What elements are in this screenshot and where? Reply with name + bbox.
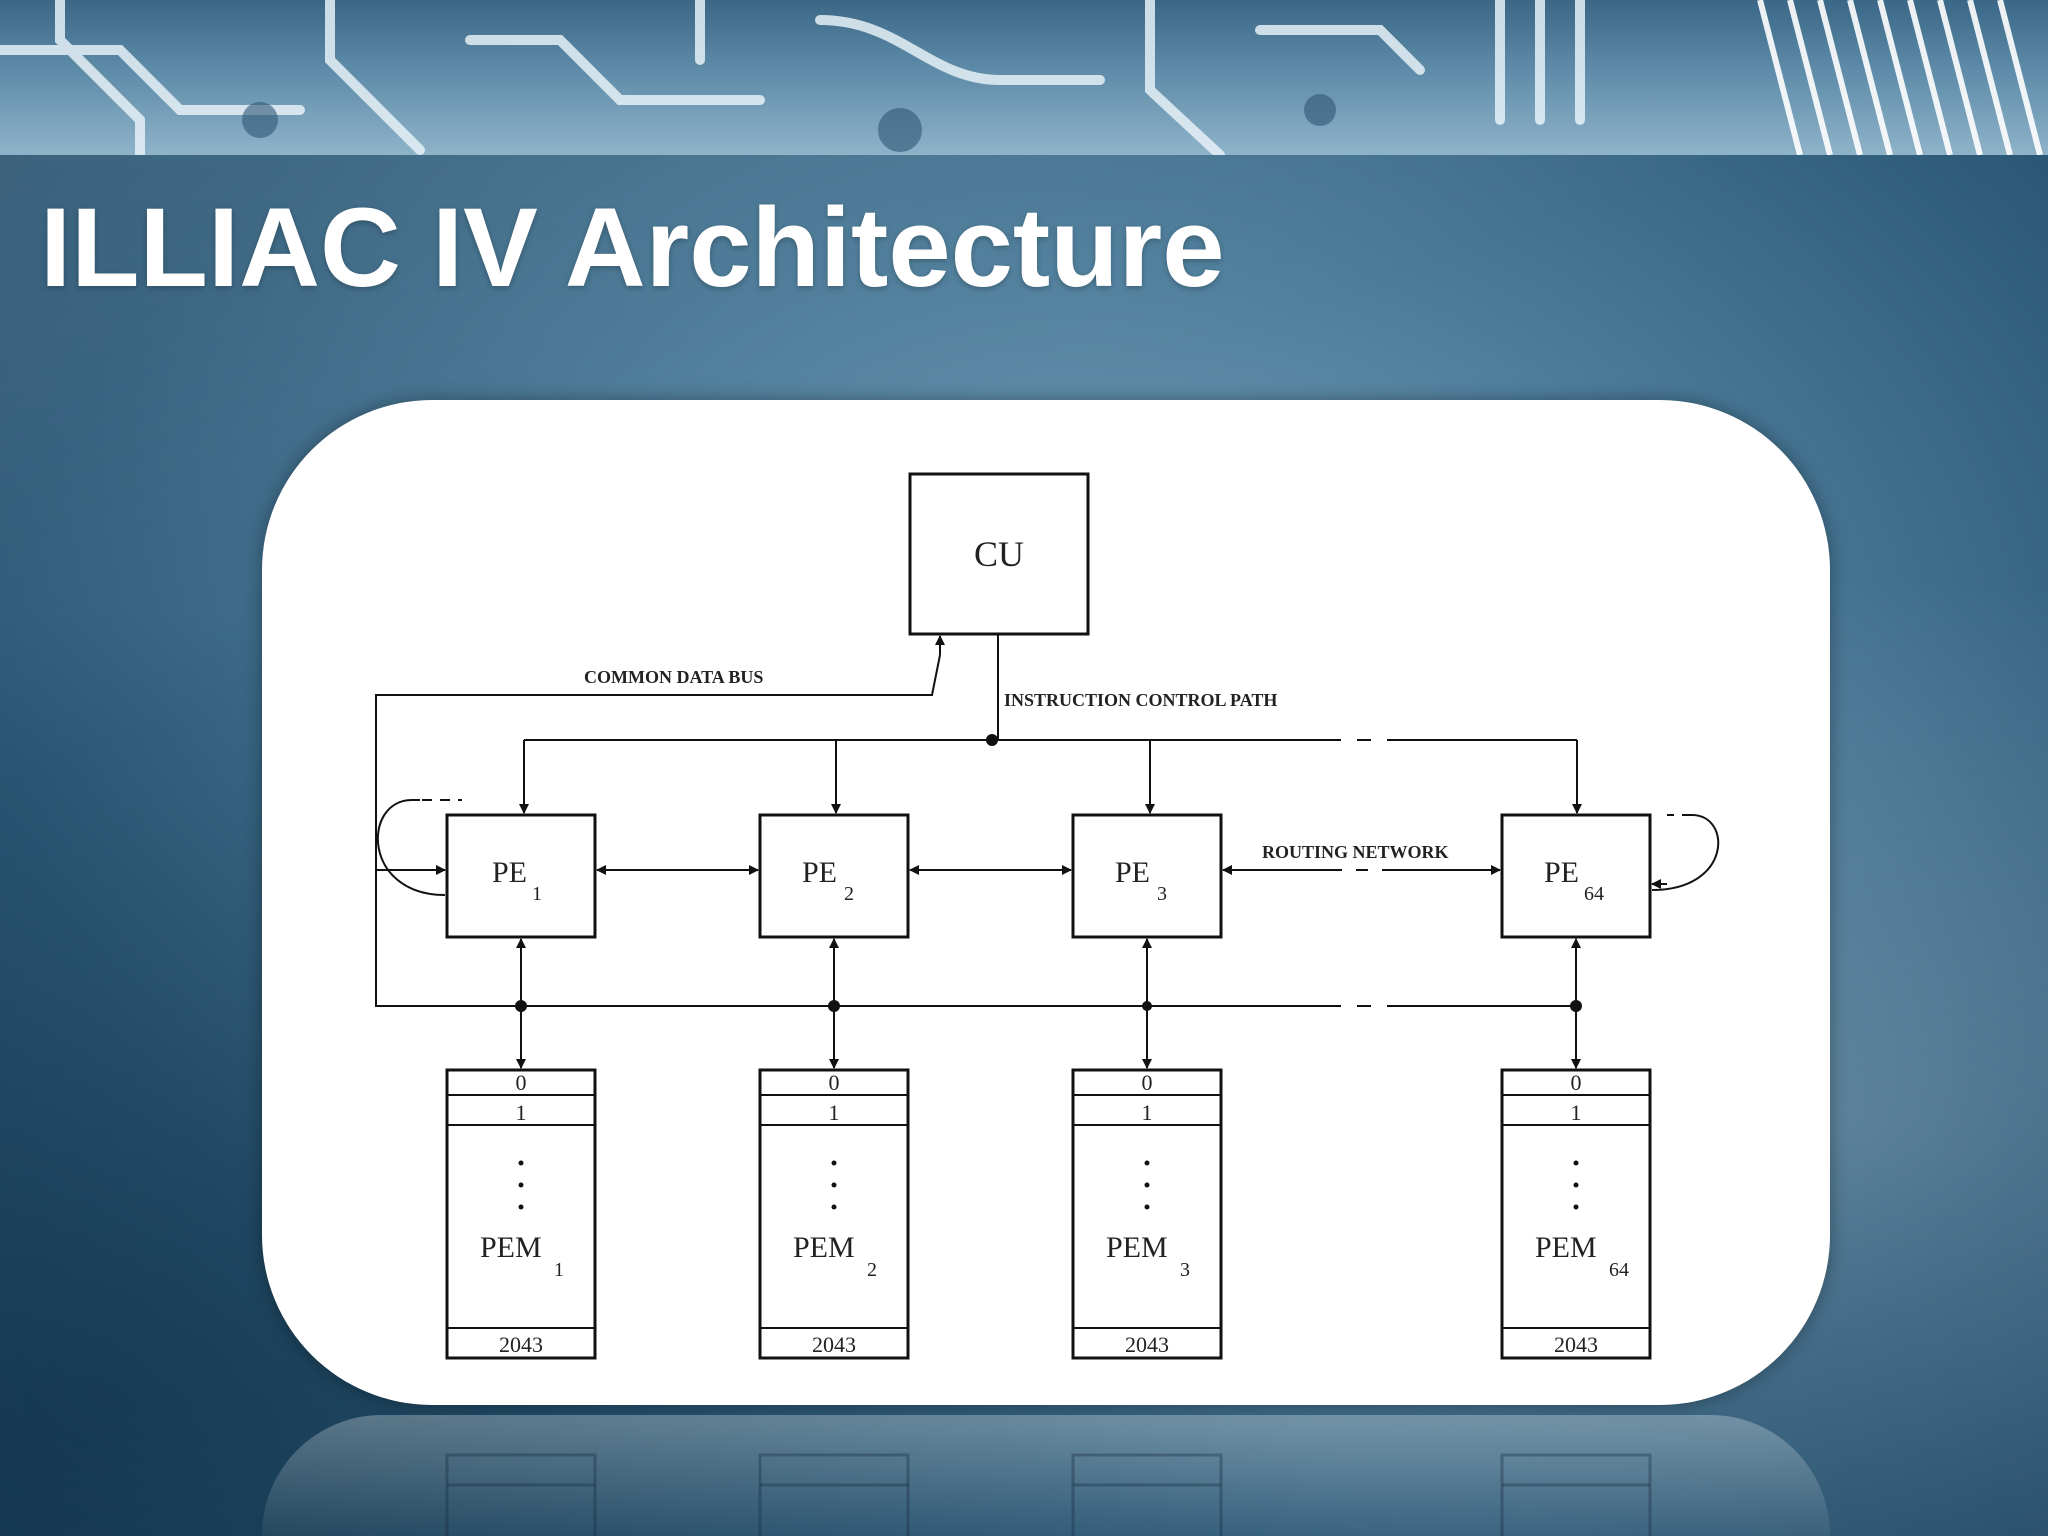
- svg-text:PEM: PEM: [480, 1231, 542, 1264]
- pem-box-3: [1071, 1068, 1223, 1360]
- illiac-architecture-diagram: CU COMMON DATA BUS INSTRUCTION CONTROL P…: [375, 472, 1720, 1360]
- instruction-control-path-label: INSTRUCTION CONTROL PATH: [1004, 690, 1277, 710]
- pem-label-64: PEM 64: [1535, 1231, 1629, 1281]
- pem-label-2: PEM 2: [793, 1231, 877, 1281]
- pem3-second: 1: [1142, 1100, 1153, 1125]
- routing-network-label: ROUTING NETWORK: [1262, 842, 1449, 862]
- svg-text:2: 2: [867, 1259, 877, 1281]
- svg-text:PEM: PEM: [793, 1231, 855, 1264]
- pe-label-64: PE 64: [1544, 856, 1604, 905]
- pem-label-1: PEM 1: [480, 1231, 564, 1281]
- pe-box-3: [1071, 813, 1223, 939]
- svg-text:PE: PE: [1544, 856, 1579, 889]
- svg-text:3: 3: [1180, 1259, 1190, 1281]
- svg-text:64: 64: [1584, 883, 1604, 905]
- svg-text:PEM: PEM: [1535, 1231, 1597, 1264]
- pe-box-2: [758, 813, 910, 939]
- cu-label: CU: [974, 534, 1024, 574]
- pem2-second: 1: [829, 1100, 840, 1125]
- slide-title: ILLIAC IV Architecture: [40, 185, 1225, 310]
- svg-text:2: 2: [844, 883, 854, 905]
- pem1-second: 1: [516, 1100, 527, 1125]
- pe-box-1: [445, 813, 597, 939]
- common-data-bus-label: COMMON DATA BUS: [584, 667, 763, 687]
- reflection-graphic: [445, 1453, 1652, 1536]
- pem-box-1: [445, 1068, 597, 1360]
- diagram-card: CU COMMON DATA BUS INSTRUCTION CONTROL P…: [262, 400, 1830, 1405]
- pem1-last: 2043: [499, 1332, 543, 1357]
- pe-label-1: PE 1: [492, 856, 542, 905]
- pem-label-3: PEM 3: [1106, 1231, 1190, 1281]
- pem3-last: 2043: [1125, 1332, 1169, 1357]
- pe-box-64: [1500, 813, 1652, 939]
- pem2-first: 0: [829, 1070, 840, 1095]
- pem64-first: 0: [1571, 1070, 1582, 1095]
- pem2-last: 2043: [812, 1332, 856, 1357]
- svg-text:PEM: PEM: [1106, 1231, 1168, 1264]
- pem64-last: 2043: [1554, 1332, 1598, 1357]
- svg-text:PE: PE: [1115, 856, 1150, 889]
- svg-text:PE: PE: [492, 856, 527, 889]
- pem3-first: 0: [1142, 1070, 1153, 1095]
- circuit-board-graphic: [0, 0, 2043, 155]
- svg-text:PE: PE: [802, 856, 837, 889]
- pem-box-64: [1500, 1068, 1652, 1360]
- diagram-reflection: [262, 1415, 1830, 1536]
- pem64-second: 1: [1571, 1100, 1582, 1125]
- svg-text:64: 64: [1609, 1259, 1629, 1281]
- svg-text:1: 1: [532, 883, 542, 905]
- pe-label-3: PE 3: [1115, 856, 1167, 905]
- pem-box-2: [758, 1068, 910, 1360]
- pem1-first: 0: [516, 1070, 527, 1095]
- header-banner: [0, 0, 2048, 155]
- pe-label-2: PE 2: [802, 856, 854, 905]
- svg-text:1: 1: [554, 1259, 564, 1281]
- svg-text:3: 3: [1157, 883, 1167, 905]
